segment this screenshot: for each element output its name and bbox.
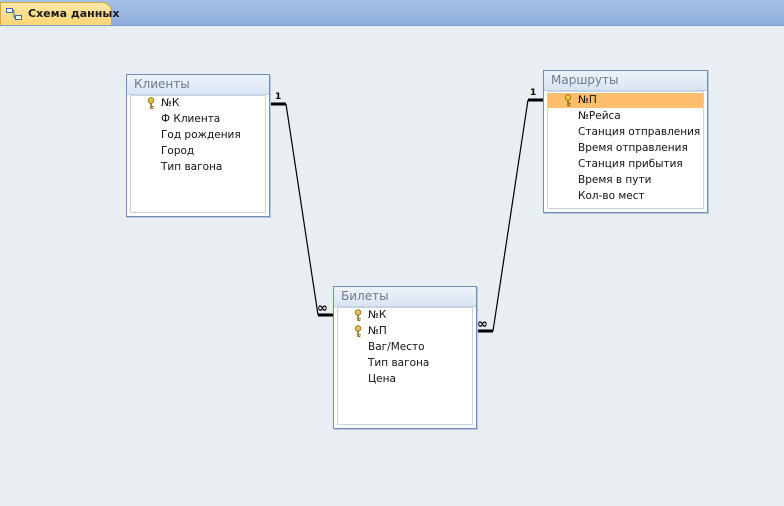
cardinality-many-tickets-clients: ∞ [317, 301, 328, 316]
table-clients-title[interactable]: Клиенты [127, 75, 269, 95]
primary-key-icon [564, 94, 572, 107]
table-routes[interactable]: Маршруты №П №Рейса Станция отправления В… [543, 70, 708, 213]
tab-schema[interactable]: Схема данных [0, 2, 119, 25]
field-name: №П [368, 325, 387, 337]
field-row[interactable]: Год рождения [131, 128, 265, 143]
relation-clients-tickets[interactable] [270, 102, 334, 317]
relationships-icon [6, 8, 22, 20]
field-name: №К [368, 309, 387, 321]
field-name: Город [161, 145, 195, 157]
field-row[interactable]: Ф Клиента [131, 112, 265, 127]
cardinality-one-clients: 1 [275, 92, 282, 102]
field-row-selected[interactable]: №П [548, 93, 703, 108]
tab-label: Схема данных [28, 7, 120, 20]
field-row[interactable]: Город [131, 144, 265, 159]
table-tickets-fields[interactable]: №К №П Ваг/Место Тип вагона Цена [337, 307, 473, 425]
field-name: Время в пути [578, 174, 652, 186]
table-routes-title[interactable]: Маршруты [544, 71, 707, 91]
field-name: Тип вагона [161, 161, 223, 173]
field-row[interactable]: Время отправления [548, 141, 703, 156]
field-row[interactable]: Кол-во мест [548, 189, 703, 204]
field-name: Кол-во мест [578, 190, 645, 202]
cardinality-one-routes: 1 [530, 88, 537, 98]
field-name: Тип вагона [368, 357, 430, 369]
document-tab-bar: Схема данных [0, 0, 784, 26]
field-name: №Рейса [578, 110, 621, 122]
field-name: Год рождения [161, 129, 241, 141]
table-tickets[interactable]: Билеты №К №П Ваг/Место Тип вагона Цена [333, 286, 477, 429]
field-row[interactable]: Станция прибытия [548, 157, 703, 172]
table-routes-fields[interactable]: №П №Рейса Станция отправления Время отпр… [547, 91, 704, 209]
primary-key-icon [354, 309, 362, 322]
table-clients-fields[interactable]: №К Ф Клиента Год рождения Город Тип ваго… [130, 95, 266, 213]
field-row[interactable]: №Рейса [548, 109, 703, 124]
field-name: Станция отправления [578, 126, 701, 138]
field-name: №К [161, 97, 180, 109]
table-clients[interactable]: Клиенты №К Ф Клиента Год рождения Город … [126, 74, 270, 217]
relation-routes-tickets[interactable] [477, 98, 544, 333]
cardinality-many-tickets-routes: ∞ [477, 317, 488, 332]
field-row[interactable]: Тип вагона [338, 356, 472, 371]
field-row[interactable]: Станция отправления [548, 125, 703, 140]
field-row[interactable]: №К [338, 308, 472, 323]
field-row[interactable]: Время в пути [548, 173, 703, 188]
primary-key-icon [354, 325, 362, 338]
table-tickets-title[interactable]: Билеты [334, 287, 476, 307]
field-row[interactable]: Ваг/Место [338, 340, 472, 355]
field-name: №П [578, 94, 597, 106]
primary-key-icon [147, 97, 155, 110]
field-name: Ф Клиента [161, 113, 221, 125]
field-name: Время отправления [578, 142, 688, 154]
field-row[interactable]: №П [338, 324, 472, 339]
field-name: Ваг/Место [368, 341, 425, 353]
field-name: Цена [368, 373, 396, 385]
field-row[interactable]: №К [131, 96, 265, 111]
field-row[interactable]: Тип вагона [131, 160, 265, 175]
field-row[interactable]: Цена [338, 372, 472, 387]
field-name: Станция прибытия [578, 158, 683, 170]
